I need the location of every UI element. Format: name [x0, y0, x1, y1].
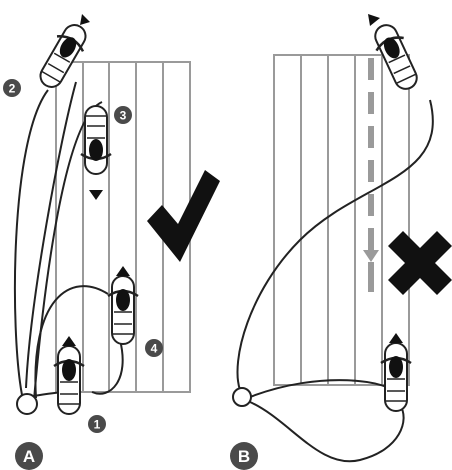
motorcycle-step3 [79, 104, 113, 200]
svg-text:B: B [238, 447, 250, 466]
lane-grid-a [55, 61, 191, 393]
motorcycle-top-b [366, 14, 426, 96]
panel-b: B [230, 14, 452, 470]
panel-a-label: A [15, 442, 43, 470]
dashed-path-b [363, 58, 379, 292]
step-badge-4: 4 [145, 339, 163, 357]
motorcycle-top-a [31, 14, 95, 95]
motorcycle-step1 [52, 336, 86, 416]
panel-b-label: B [230, 442, 258, 470]
lane-grid-b [273, 54, 410, 386]
svg-text:1: 1 [94, 418, 101, 432]
motorcycle-step4 [106, 266, 140, 346]
svg-text:3: 3 [120, 109, 127, 123]
cross-icon [388, 231, 452, 295]
step-badge-3: 3 [114, 106, 132, 124]
motorcycle-bottom-b [379, 333, 413, 413]
svg-text:4: 4 [151, 342, 158, 356]
svg-text:2: 2 [9, 82, 16, 96]
step-badge-2: 2 [3, 79, 21, 97]
step-badge-1: 1 [88, 415, 106, 433]
path-lines-a [13, 81, 124, 415]
checkmark-icon [147, 170, 220, 262]
panel-a: 1 2 3 4 A [3, 14, 220, 470]
svg-text:A: A [23, 447, 35, 466]
path-lines-b [232, 99, 434, 463]
